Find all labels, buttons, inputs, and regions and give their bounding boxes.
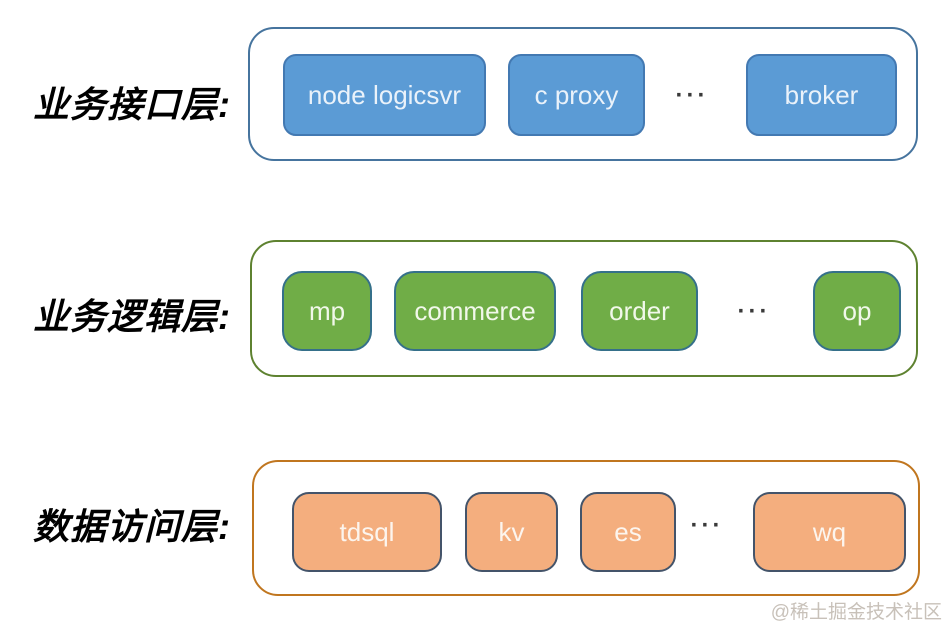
box-mp: mp [282, 271, 372, 351]
data-layer-container: tdsql kv es ··· wq [252, 460, 920, 596]
box-broker: broker [746, 54, 897, 136]
box-order: order [581, 271, 698, 351]
ellipsis-logic: ··· [737, 298, 771, 325]
box-kv: kv [465, 492, 558, 572]
box-op: op [813, 271, 901, 351]
logic-layer-container: mp commerce order ··· op [250, 240, 918, 377]
interface-layer-container: node logicsvr c proxy ··· broker [248, 27, 918, 161]
watermark: @稀土掘金技术社区 [770, 602, 942, 623]
layer-label-logic: 业务逻辑层: [33, 296, 231, 337]
box-commerce: commerce [394, 271, 556, 351]
box-wq: wq [753, 492, 906, 572]
box-node-logicsvr: node logicsvr [283, 54, 486, 136]
box-c-proxy: c proxy [508, 54, 645, 136]
box-es: es [580, 492, 676, 572]
ellipsis-data: ··· [690, 512, 724, 539]
ellipsis-interface: ··· [675, 82, 709, 109]
layer-label-interface: 业务接口层: [33, 84, 231, 125]
box-tdsql: tdsql [292, 492, 442, 572]
layer-label-data: 数据访问层: [33, 506, 231, 547]
